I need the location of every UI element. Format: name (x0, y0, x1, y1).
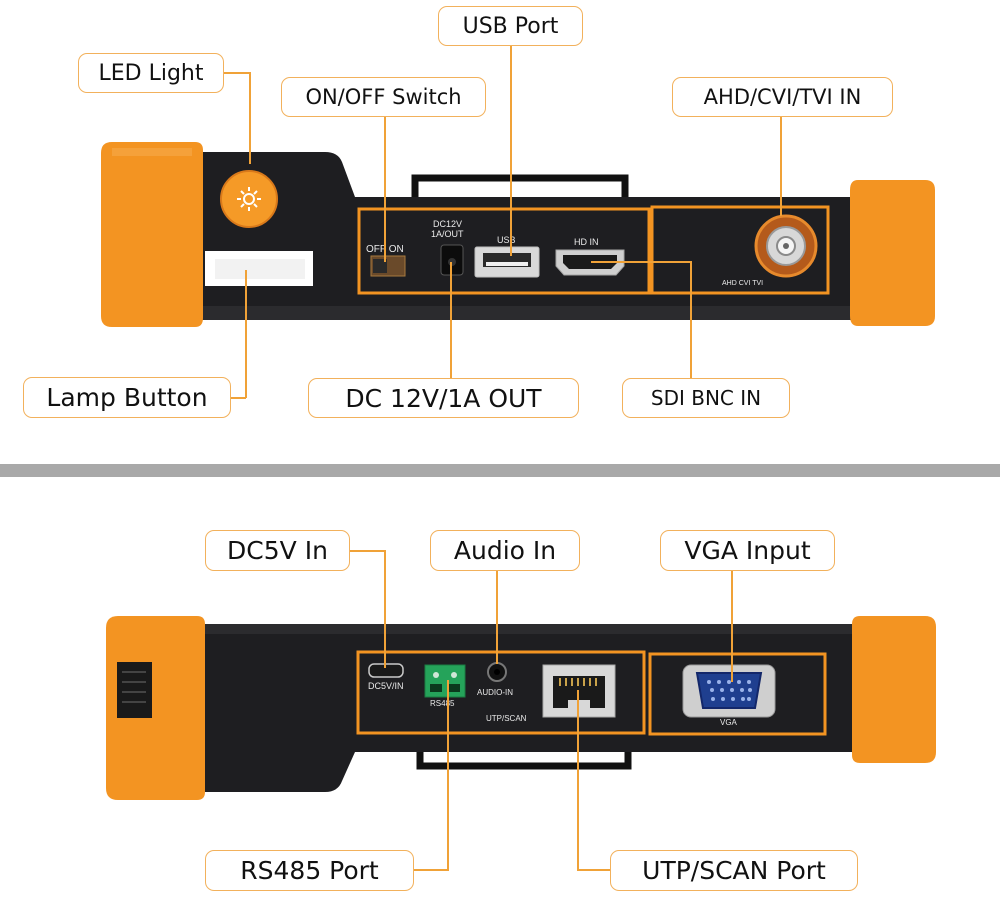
usb-label: USB (497, 235, 516, 245)
callout-sdi-bnc: SDI BNC IN (622, 378, 790, 418)
device-top-underside (190, 306, 860, 320)
leader-utp (577, 690, 579, 870)
bnc-connector-icon[interactable] (754, 214, 818, 278)
bottom-port-frame-right (648, 652, 827, 736)
usb-port-icon[interactable] (474, 246, 540, 278)
callout-audio-in: Audio In (430, 530, 580, 571)
led-light-icon[interactable] (220, 170, 278, 228)
callout-onoff-switch: ON/OFF Switch (281, 77, 486, 117)
device-top-clip (411, 174, 629, 197)
callout-usb-port: USB Port (438, 6, 583, 46)
leader-usb (510, 46, 512, 256)
rs485-label: RS485 (430, 699, 455, 708)
top-port-frame-left (357, 207, 651, 295)
device-bottom-clip (416, 752, 632, 770)
callout-vga-input: VGA Input (660, 530, 835, 571)
leader-rs485 (447, 680, 449, 870)
callout-dc-out: DC 12V/1A OUT (308, 378, 579, 418)
leader-led (224, 72, 250, 74)
side-slot-icon (117, 662, 152, 718)
device-top-right-bumper (850, 180, 935, 326)
dc5v-in-label: DC5V/IN (368, 681, 404, 691)
callout-led-light: LED Light (78, 53, 224, 93)
audio-in-jack-icon[interactable] (487, 662, 507, 682)
leader-vga (731, 570, 733, 682)
vga-label: VGA (720, 718, 737, 727)
leader-onoff (384, 116, 386, 262)
dc12v-label-line1: DC12V (433, 219, 463, 229)
leader-lamp (230, 397, 246, 399)
callout-lamp-button: Lamp Button (23, 377, 231, 418)
rs485-terminal-icon[interactable] (424, 664, 466, 698)
leader-audio (496, 570, 498, 664)
leader-dc5v (350, 550, 386, 552)
audio-in-label: AUDIO-IN (477, 688, 513, 697)
utp-scan-label: UTP/SCAN (486, 714, 527, 723)
hd-in-label: HD IN (574, 237, 599, 247)
utp-scan-port-icon[interactable] (542, 664, 616, 718)
bottom-port-frame-left (356, 650, 646, 735)
top-port-frame-right (650, 205, 830, 295)
vga-port-icon[interactable] (682, 664, 776, 718)
callout-utp-scan-port: UTP/SCAN Port (610, 850, 858, 891)
leader-sdi (591, 261, 691, 263)
hd-in-port-icon[interactable] (555, 249, 625, 276)
leader-ahd (780, 116, 782, 216)
leader-dc-out (450, 262, 452, 379)
dc5v-port-icon[interactable] (368, 663, 404, 678)
device-bottom-right-bumper (852, 616, 936, 763)
device-top-left-bumper (101, 142, 203, 327)
ahd-cvi-tvi-label: AHD CVI TVI (722, 280, 764, 287)
callout-rs485-port: RS485 Port (205, 850, 414, 891)
callout-dc5v-in: DC5V In (205, 530, 350, 571)
dc12v-label-line2: 1A/OUT (431, 229, 464, 239)
callout-ahd-in: AHD/CVI/TVI IN (672, 77, 893, 117)
section-divider (0, 464, 1000, 477)
